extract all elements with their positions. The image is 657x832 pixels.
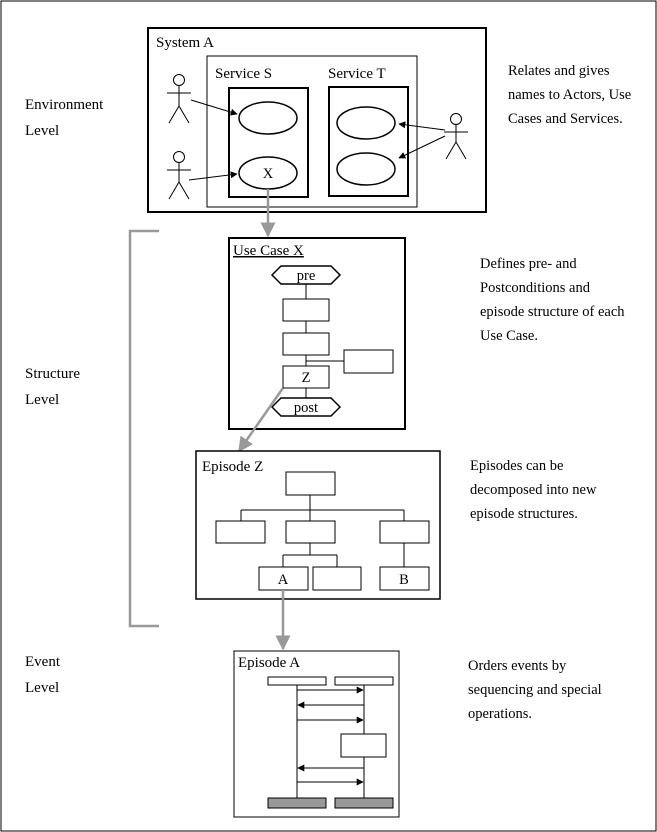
- episode-z-tree: [240, 495, 405, 567]
- episode-a-description: Orders events by sequencing and special …: [468, 658, 602, 722]
- episode-z-node-a-label: A: [278, 572, 289, 588]
- actor-3-arrow-2: [398, 135, 446, 159]
- lifeline-head-left: [267, 676, 327, 686]
- episode-a-title: Episode A: [238, 655, 300, 671]
- environment-description: Relates and gives names to Actors, Use C…: [508, 63, 631, 127]
- use-case-description-line-3: episode structure of each: [480, 304, 625, 320]
- environment-level-line-2: Level: [25, 123, 59, 139]
- episode-step-2: [282, 332, 330, 356]
- structure-level-line-2: Level: [25, 392, 59, 408]
- actor-3-arrow-1: [398, 121, 446, 131]
- actor-2-arrow: [188, 171, 238, 181]
- use-case-x-title: Use Case X: [233, 243, 304, 259]
- episode-z-node-blank: [312, 566, 362, 591]
- environment-level-line-1: Environment: [25, 97, 104, 113]
- episode-z-node-left: [215, 520, 266, 544]
- postcondition-hexagon: [270, 397, 342, 417]
- actor-1-arrow: [190, 99, 238, 116]
- alternative-episode-box: [343, 349, 394, 374]
- event-level-line-1: Event: [25, 654, 61, 670]
- episode-z-description-line-3: episode structures.: [470, 506, 578, 522]
- lifeline-head-right: [334, 676, 394, 686]
- event-level-line-2: Level: [25, 680, 59, 696]
- episode-z-node-right: [379, 520, 430, 544]
- episode-step-z-label: Z: [302, 370, 311, 386]
- episode-z-root-node: [285, 471, 336, 496]
- precondition-label: pre: [297, 268, 316, 284]
- episode-z-description: Episodes can be decomposed into new epis…: [470, 458, 597, 522]
- use-case-description-line-4: Use Case.: [480, 328, 538, 344]
- structure-level-line-1: Structure: [25, 366, 80, 382]
- episode-a-description-line-3: operations.: [468, 706, 532, 722]
- episode-step-z: [282, 365, 330, 389]
- event-level-label: Event Level: [25, 654, 61, 696]
- environment-description-line-2: names to Actors, Use: [508, 87, 631, 103]
- use-case-description: Defines pre- and Postconditions and epis…: [480, 256, 625, 344]
- use-case-ellipse-s1: [238, 101, 298, 135]
- environment-description-line-1: Relates and gives: [508, 63, 610, 79]
- special-operation-box: [340, 733, 387, 758]
- lifeline-end-left: [267, 797, 327, 809]
- service-s-title: Service S: [215, 66, 272, 82]
- episode-step-1: [282, 298, 330, 322]
- episode-z-node-b: [379, 566, 430, 591]
- actor-3-icon: [444, 113, 468, 160]
- episode-z-node-b-label: B: [399, 572, 409, 588]
- lifeline-end-right: [334, 797, 394, 809]
- postcondition-label: post: [294, 400, 318, 416]
- actor-2-icon: [167, 151, 191, 200]
- actor-1-icon: [167, 74, 191, 124]
- episode-z-description-line-2: decomposed into new: [470, 482, 597, 498]
- use-case-ellipse-t2: [336, 152, 396, 186]
- precondition-hexagon: [270, 265, 342, 285]
- episode-a-description-line-2: sequencing and special: [468, 682, 602, 698]
- episode-z-description-line-1: Episodes can be: [470, 458, 563, 474]
- structure-level-label: Structure Level: [25, 366, 80, 408]
- use-case-description-line-2: Postconditions and: [480, 280, 591, 296]
- use-case-description-line-1: Defines pre- and: [480, 256, 577, 272]
- episode-a-description-line-1: Orders events by: [468, 658, 567, 674]
- structure-level-bracket: [128, 229, 159, 628]
- environment-description-line-3: Cases and Services.: [508, 111, 623, 127]
- service-t-title: Service T: [328, 66, 386, 82]
- connector-z-to-episode: [237, 387, 285, 453]
- episode-z-title: Episode Z: [202, 459, 263, 475]
- system-a-title: System A: [156, 35, 214, 51]
- environment-level-label: Environment Level: [25, 97, 104, 139]
- use-case-x-label: X: [263, 166, 274, 182]
- use-case-ellipse-t1: [336, 106, 396, 140]
- episode-z-node-middle: [285, 520, 336, 544]
